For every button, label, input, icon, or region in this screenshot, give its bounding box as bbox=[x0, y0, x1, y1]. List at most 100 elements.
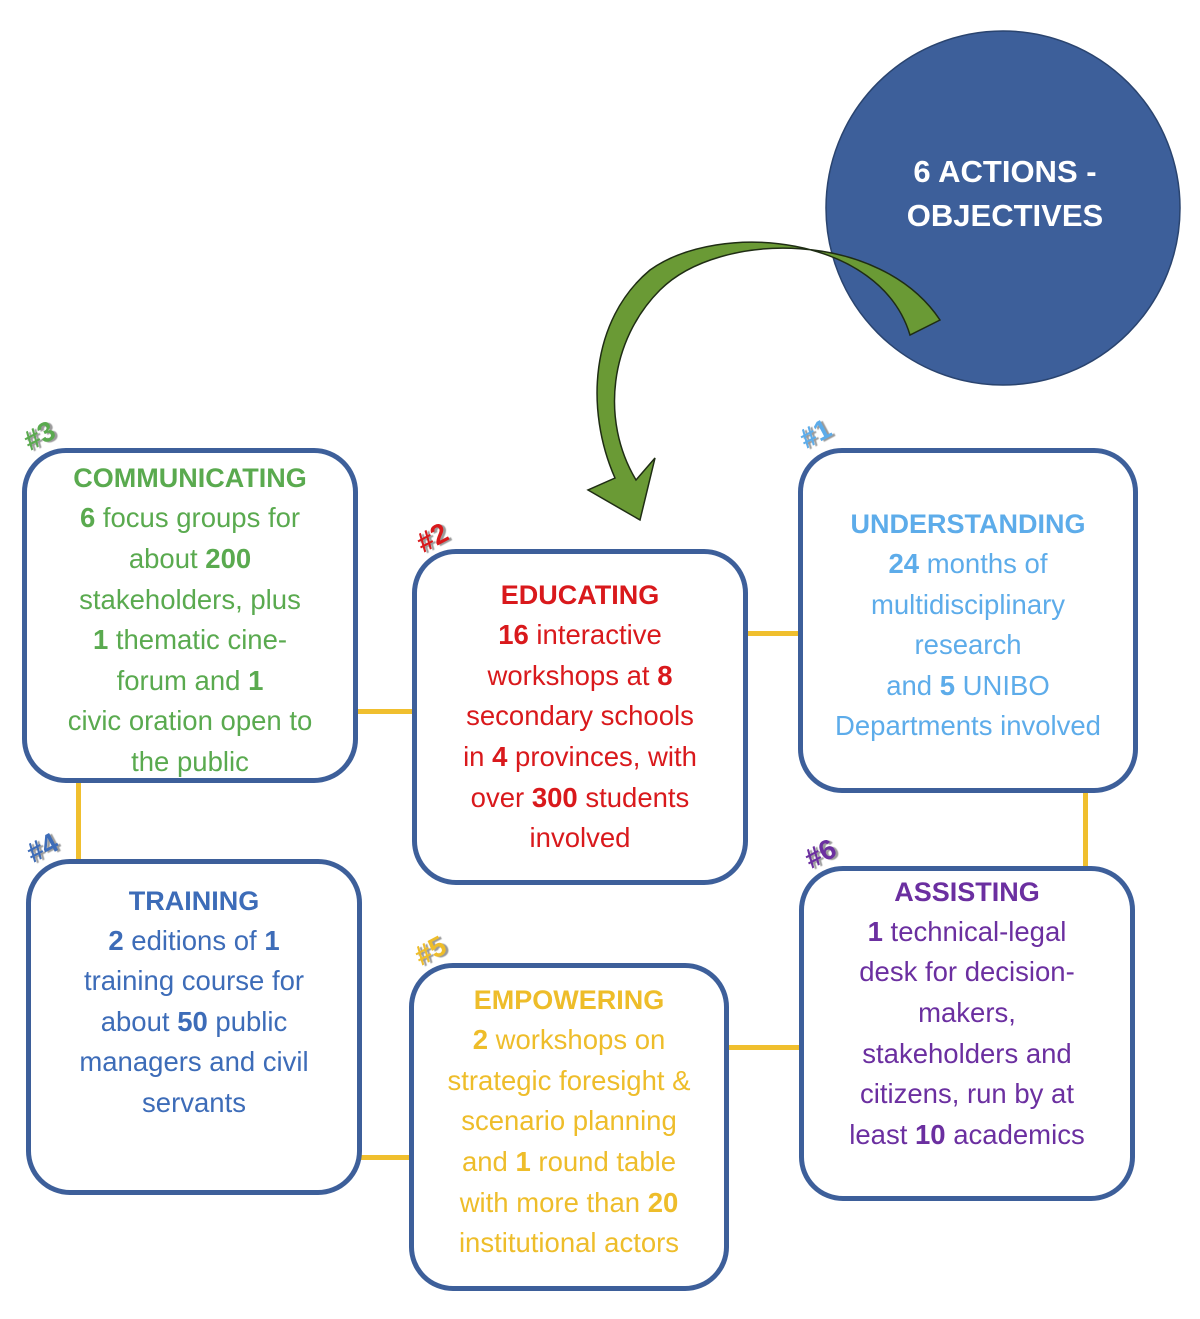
action-title: TRAINING bbox=[128, 885, 260, 916]
description-text: interactive bbox=[528, 619, 662, 651]
description-text: training course for bbox=[83, 965, 305, 997]
description-line: civic oration open to bbox=[68, 701, 313, 742]
description-text: with more than bbox=[459, 1186, 648, 1218]
description-text: institutional actors bbox=[458, 1227, 680, 1259]
highlight-number: 2 bbox=[472, 1024, 488, 1056]
description-line: 24 months of bbox=[835, 544, 1101, 585]
description-text: public bbox=[207, 1005, 288, 1037]
action-description: 2 editions of 1 training course for about … bbox=[79, 921, 308, 1124]
description-text: managers and civil bbox=[79, 1046, 309, 1078]
description-text: stakeholders, plus bbox=[79, 583, 301, 615]
connector-1-6 bbox=[1083, 756, 1088, 884]
highlight-number: 4 bbox=[492, 741, 508, 772]
description-line: citizens, run by at bbox=[849, 1074, 1084, 1115]
description-line: in 4 provinces, with bbox=[463, 737, 697, 778]
hub-title-line2: OBJECTIVES bbox=[906, 198, 1104, 233]
curved-arrow-icon bbox=[586, 241, 942, 522]
description-line: about 50 public bbox=[79, 1002, 308, 1043]
description-line: 1 technical-legal bbox=[849, 912, 1084, 953]
connector-4-5 bbox=[313, 1155, 448, 1160]
description-line: research bbox=[835, 625, 1101, 666]
highlight-number: 50 bbox=[177, 1005, 208, 1037]
description-line: and 5 UNIBO bbox=[835, 666, 1101, 707]
highlight-number: 8 bbox=[657, 659, 673, 691]
connector-3-2 bbox=[313, 709, 447, 714]
description-text: about bbox=[100, 1005, 178, 1037]
description-text: academics bbox=[945, 1118, 1085, 1150]
description-line: and 1 round table bbox=[447, 1142, 690, 1183]
connector-5-6 bbox=[699, 1045, 833, 1050]
description-text: involved bbox=[529, 822, 631, 854]
description-line: forum and 1 bbox=[68, 661, 313, 702]
description-line: involved bbox=[463, 818, 697, 859]
description-text: research bbox=[914, 629, 1022, 661]
description-text: the public bbox=[131, 745, 249, 777]
description-text: secondary schools bbox=[466, 700, 694, 732]
hub-title-line1: 6 ACTIONS - bbox=[913, 154, 1097, 189]
description-text: workshops on bbox=[487, 1024, 666, 1056]
description-text: students bbox=[577, 781, 690, 813]
description-text: stakeholders and bbox=[862, 1037, 1072, 1069]
highlight-number: 1 bbox=[248, 664, 264, 696]
description-line: servants bbox=[79, 1083, 308, 1124]
description-line: makers, bbox=[849, 993, 1084, 1034]
description-line: workshops at 8 bbox=[463, 656, 697, 697]
description-text: technical-legal bbox=[882, 915, 1067, 947]
description-line: 6 focus groups for bbox=[68, 498, 313, 539]
highlight-number: 5 bbox=[939, 669, 956, 701]
description-line: scenario planning bbox=[447, 1101, 690, 1142]
action-description: 2 workshops on strategic foresight &scena… bbox=[447, 1020, 690, 1264]
description-text: months of bbox=[919, 548, 1048, 580]
connector-3-4 bbox=[76, 754, 81, 882]
description-text: multidisciplinary bbox=[870, 588, 1066, 620]
description-text: Departments involved bbox=[835, 710, 1101, 742]
description-line: about 200 bbox=[68, 539, 313, 580]
description-line: with more than 20 bbox=[447, 1183, 690, 1224]
description-line: training course for bbox=[79, 961, 308, 1002]
highlight-number: 200 bbox=[205, 543, 252, 575]
description-line: desk for decision- bbox=[849, 952, 1084, 993]
highlight-number: 20 bbox=[647, 1186, 679, 1218]
description-text: UNIBO bbox=[955, 669, 1050, 701]
highlight-number: 24 bbox=[888, 548, 920, 580]
highlight-number: 2 bbox=[108, 924, 124, 956]
description-line: stakeholders and bbox=[849, 1034, 1084, 1075]
description-text: over bbox=[470, 781, 532, 813]
description-line: over 300 students bbox=[463, 778, 697, 819]
description-line: multidisciplinary bbox=[835, 585, 1101, 626]
description-text: makers, bbox=[918, 996, 1016, 1028]
description-text: provinces, with bbox=[507, 741, 697, 772]
description-text: and bbox=[461, 1146, 516, 1177]
description-text: civic oration open to bbox=[67, 705, 313, 737]
description-line: strategic foresight & bbox=[447, 1061, 690, 1102]
description-text: in bbox=[463, 741, 493, 772]
highlight-number: 1 bbox=[264, 924, 280, 956]
highlight-number: 16 bbox=[498, 619, 529, 651]
highlight-number: 1 bbox=[867, 915, 883, 947]
description-line: Departments involved bbox=[835, 706, 1101, 747]
highlight-number: 6 bbox=[79, 502, 96, 534]
highlight-number: 300 bbox=[531, 781, 578, 813]
action-title: EMPOWERING bbox=[473, 985, 665, 1016]
description-text: citizens, run by at bbox=[860, 1078, 1074, 1110]
action-title: COMMUNICATING bbox=[73, 463, 307, 494]
description-line: institutional actors bbox=[447, 1223, 690, 1264]
description-text: desk for decision- bbox=[859, 956, 1075, 988]
description-text: editions of bbox=[123, 924, 265, 956]
highlight-number: 1 bbox=[515, 1146, 531, 1177]
description-text: and bbox=[886, 669, 940, 701]
action-title: UNDERSTANDING bbox=[850, 509, 1086, 540]
description-text: scenario planning bbox=[461, 1105, 677, 1137]
description-line: managers and civil bbox=[79, 1042, 308, 1083]
description-text: focus groups for bbox=[95, 502, 301, 534]
description-line: stakeholders, plus bbox=[68, 580, 313, 621]
description-line: secondary schools bbox=[463, 696, 697, 737]
